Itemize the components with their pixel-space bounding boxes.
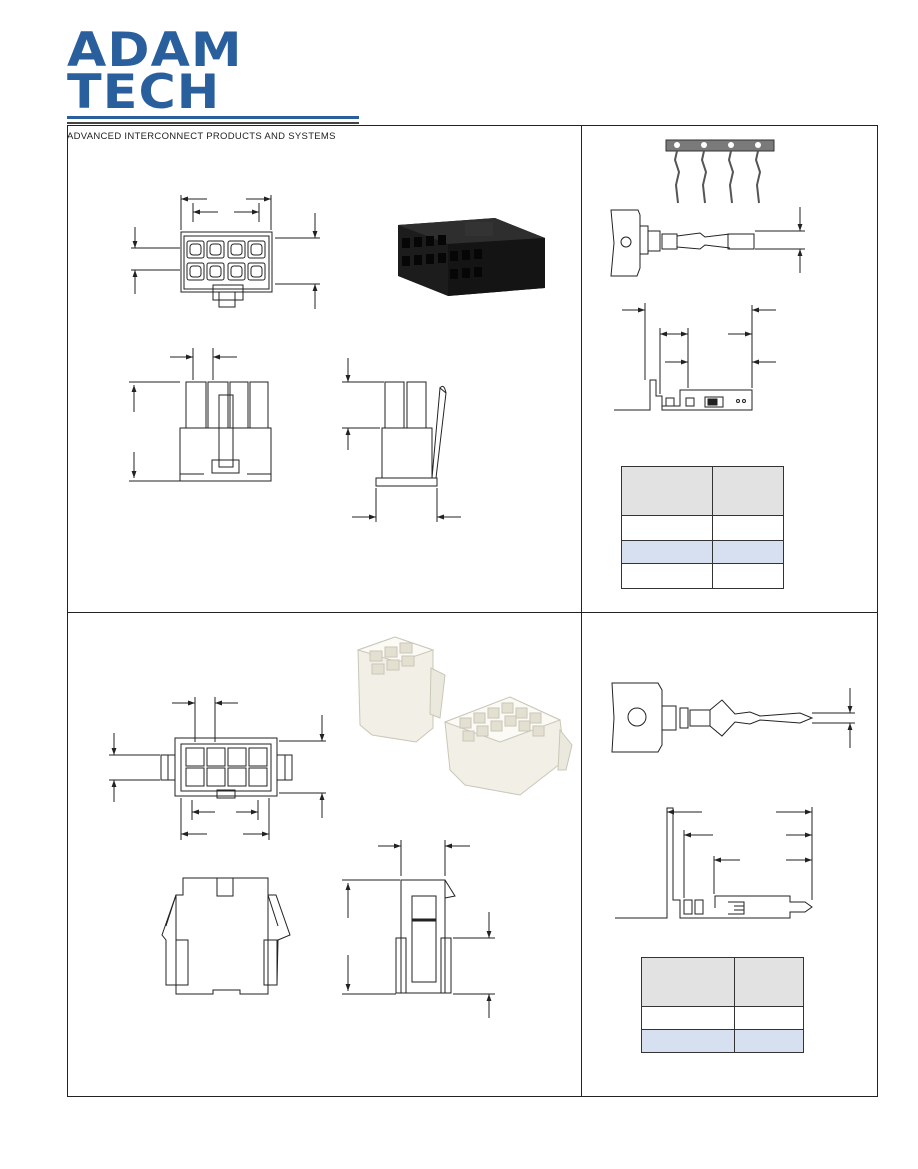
white-connector-photos (356, 636, 573, 796)
frame-vertical-divider (581, 125, 582, 1097)
female-terminal-side-view (614, 303, 776, 411)
male-housing-side-view (161, 877, 291, 995)
table-cell (621, 540, 713, 564)
male-terminal-top-view (611, 682, 855, 753)
drawing-frame (67, 125, 878, 1097)
male-terminal-side-view (615, 807, 813, 919)
table-cell (621, 563, 713, 589)
male-terminal-spec-table (641, 957, 804, 1053)
table-header-cell (621, 466, 713, 516)
black-connector-photo (398, 218, 545, 296)
table-header-cell (641, 957, 735, 1007)
terminal-strip-photo (665, 139, 775, 204)
table-cell (712, 515, 784, 541)
female-terminal-spec-table (621, 466, 784, 589)
table-cell (621, 515, 713, 541)
adam-tech-logo: ADAM TECH ADVANCED INTERCONNECT PRODUCTS… (67, 27, 359, 142)
female-housing-side-view (129, 348, 272, 482)
brand-tagline: ADVANCED INTERCONNECT PRODUCTS AND SYSTE… (67, 131, 336, 142)
table-cell (734, 1006, 804, 1030)
table-cell (641, 1029, 735, 1053)
female-terminal-top-view (610, 207, 805, 277)
frame-horizontal-divider (67, 612, 878, 613)
table-cell (641, 1006, 735, 1030)
logo-rule (67, 122, 359, 124)
female-housing-front-view (131, 195, 320, 309)
female-housing-end-view (342, 358, 461, 522)
male-housing-front-view (109, 697, 326, 840)
table-cell (712, 563, 784, 589)
table-cell (712, 540, 784, 564)
brand-name: ADAM TECH (67, 23, 243, 120)
logo-rule (67, 116, 359, 119)
table-cell (734, 1029, 804, 1053)
table-header-cell (712, 466, 784, 516)
table-header-cell (734, 957, 804, 1007)
male-housing-end-view (342, 840, 495, 1018)
